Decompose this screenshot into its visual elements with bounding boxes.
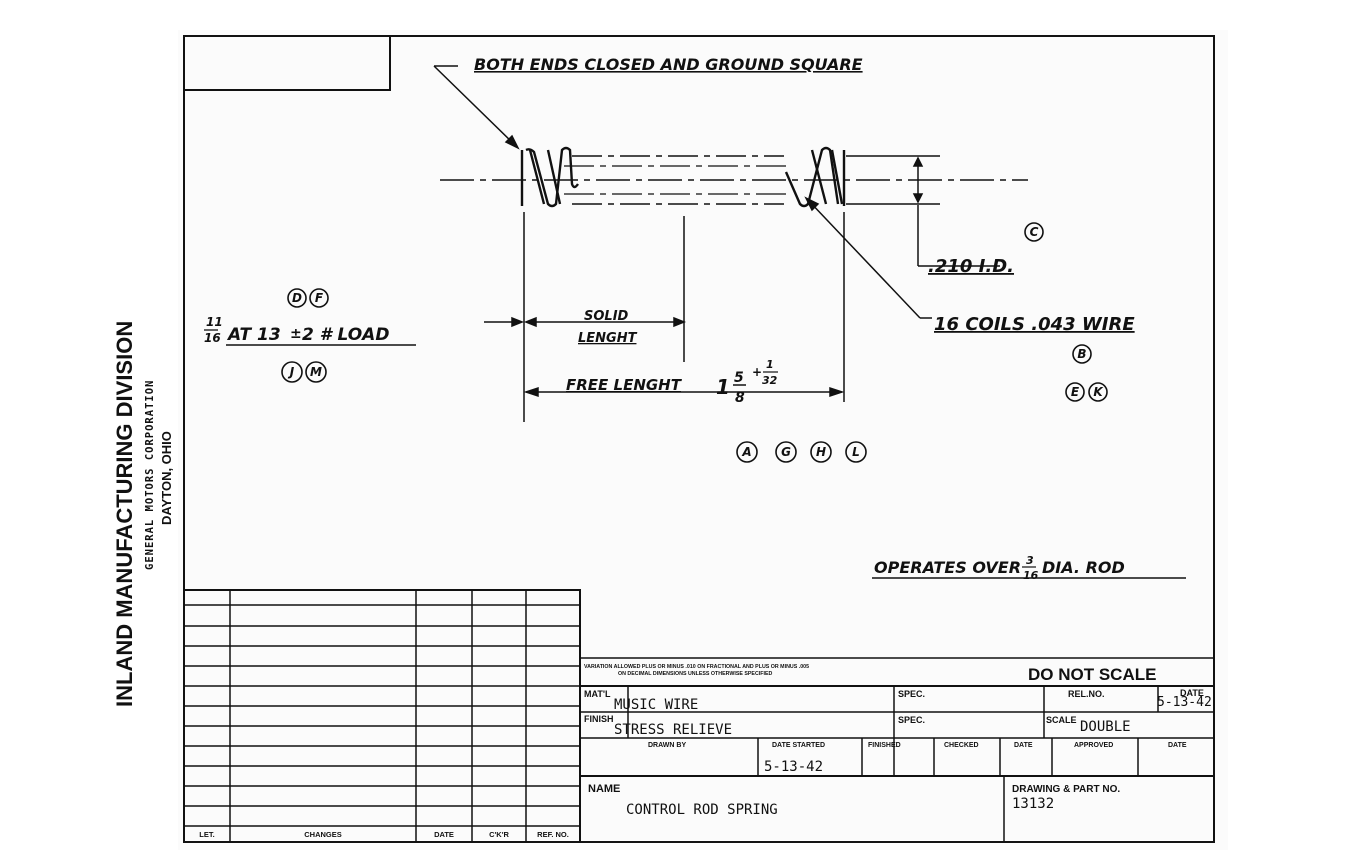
free-whole: 1 xyxy=(716,375,730,399)
date-value: 5-13-42 xyxy=(1157,695,1212,710)
marker-k: K xyxy=(1093,385,1104,399)
scale-value: DOUBLE xyxy=(1080,719,1131,735)
date-started-value: 5-13-42 xyxy=(764,759,823,775)
load-den: 16 xyxy=(204,331,221,345)
approved-label: APPROVED xyxy=(1074,742,1113,749)
marker-l: L xyxy=(852,445,860,459)
title-block-text: VARIATION ALLOWED PLUS OR MINUS .010 ON … xyxy=(584,664,1212,818)
finish-label: FINISH xyxy=(584,714,614,724)
header-changes: CHANGES xyxy=(304,830,342,839)
marker-f: F xyxy=(315,291,324,305)
operates-tail: DIA. ROD xyxy=(1042,558,1125,577)
circle-markers xyxy=(281,222,1108,463)
marker-m: M xyxy=(310,365,322,379)
finished-label: FINISHED xyxy=(868,742,901,749)
notes: BOTH ENDS CLOSED AND GROUND SQUARE .210 … xyxy=(204,55,1186,582)
ends-note: BOTH ENDS CLOSED AND GROUND SQUARE xyxy=(474,55,863,74)
header-refno: REF. NO. xyxy=(537,830,569,839)
variation-note-1: VARIATION ALLOWED PLUS OR MINUS .010 ON … xyxy=(584,664,809,670)
id-dimension xyxy=(912,156,1000,267)
checked-label: CHECKED xyxy=(944,742,979,749)
location-name: DAYTON, OHIO xyxy=(159,431,174,525)
date-label: DATE xyxy=(1180,688,1204,698)
free-tol-num: 1 xyxy=(766,358,774,371)
solid-label-1: SOLID xyxy=(584,309,629,324)
coils-note: 16 COILS .043 WIRE xyxy=(934,314,1135,335)
solid-label-2: LENGHT xyxy=(578,331,638,346)
matl-value: MUSIC WIRE xyxy=(614,697,698,713)
operates-note: OPERATES OVER xyxy=(874,558,1021,577)
spec-label: SPEC. xyxy=(898,689,925,699)
relno-label: REL.NO. xyxy=(1068,689,1105,699)
marker-e: E xyxy=(1071,385,1080,399)
ends-leader xyxy=(433,65,520,150)
marker-c: C xyxy=(1030,225,1039,239)
part-label: DRAWING & PART NO. xyxy=(1012,784,1120,795)
finish-value: STRESS RELIEVE xyxy=(614,722,732,738)
header-date: DATE xyxy=(434,830,454,839)
operates-den: 16 xyxy=(1023,569,1039,582)
marker-h: H xyxy=(816,445,826,459)
date3-label: DATE xyxy=(1168,742,1187,749)
date2-label: DATE xyxy=(1014,742,1033,749)
spring-view xyxy=(440,146,1028,208)
load-text: AT 13 xyxy=(226,325,281,345)
load-num: 11 xyxy=(206,315,223,329)
company-title: INLAND MANUFACTURING DIVISION GENERAL MO… xyxy=(112,321,174,707)
name-value: CONTROL ROD SPRING xyxy=(626,802,778,818)
free-tol-sign: + xyxy=(752,365,762,379)
load-tail: 2 # LOAD xyxy=(302,325,389,345)
name-label: NAME xyxy=(588,783,620,795)
drawn-by-label: DRAWN BY xyxy=(648,742,686,749)
marker-b: B xyxy=(1077,347,1086,361)
header-let: LET. xyxy=(199,830,214,839)
length-dimensions xyxy=(484,212,845,422)
spec2-label: SPEC. xyxy=(898,715,925,725)
date-started-label: DATE STARTED xyxy=(772,742,825,749)
header-ckr: C'K'R xyxy=(489,830,509,839)
operates-num: 3 xyxy=(1026,554,1034,567)
marker-j: J xyxy=(288,365,295,379)
division-name: INLAND MANUFACTURING DIVISION xyxy=(112,321,137,707)
do-not-scale: DO NOT SCALE xyxy=(1028,665,1156,684)
free-label: FREE LENGHT xyxy=(566,376,683,394)
revision-block xyxy=(183,589,581,843)
matl-label: MAT'L xyxy=(584,689,611,699)
id-note: .210 I.D. xyxy=(928,256,1014,277)
title-block xyxy=(580,657,1214,842)
drawing-border xyxy=(183,35,1215,843)
free-num: 5 xyxy=(734,370,744,386)
marker-d: D xyxy=(292,291,302,305)
circle-marker-letters: C D F J M B E K A G H L xyxy=(288,225,1105,459)
marker-g: G xyxy=(781,445,791,459)
corporation-name: GENERAL MOTORS CORPORATION xyxy=(144,380,156,570)
coils-leader xyxy=(804,196,932,319)
scale-label: SCALE xyxy=(1046,715,1077,725)
free-tol-den: 32 xyxy=(762,374,778,387)
marker-a: A xyxy=(741,445,751,459)
part-value: 13132 xyxy=(1012,796,1054,812)
load-pm: ± xyxy=(290,326,302,342)
revision-headers: LET. CHANGES DATE C'K'R REF. NO. xyxy=(199,830,569,839)
free-den: 8 xyxy=(735,390,745,406)
variation-note-2: ON DECIMAL DIMENSIONS UNLESS OTHERWISE S… xyxy=(618,671,772,677)
